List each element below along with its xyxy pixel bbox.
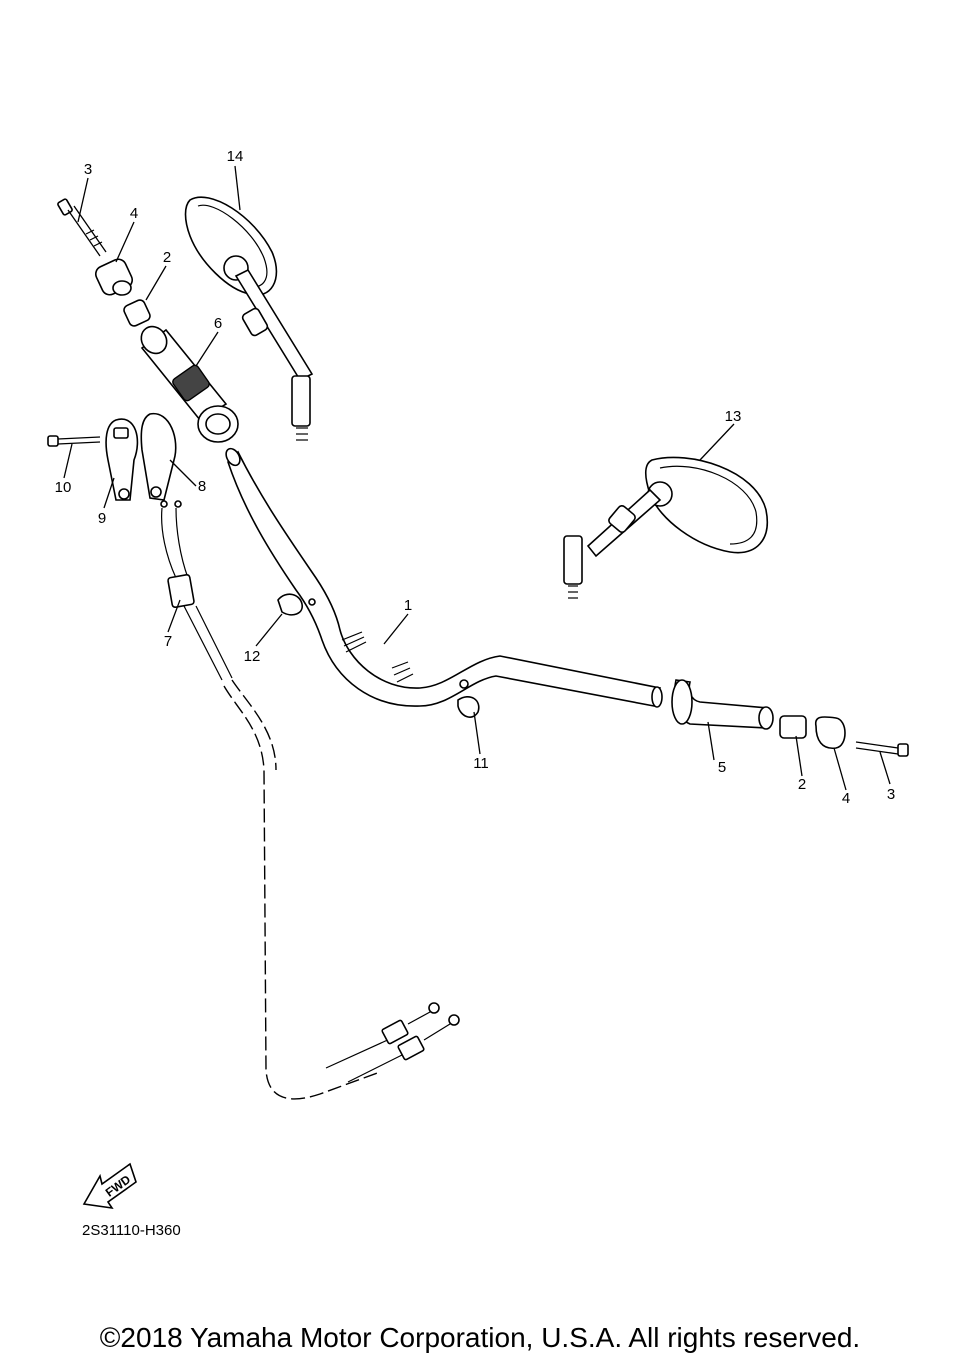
drawing-code: 2S31110-H360 — [82, 1222, 181, 1239]
left-grip-end-weight[interactable] — [93, 257, 135, 298]
mirror-left[interactable] — [184, 196, 314, 441]
right-spacer[interactable] — [779, 715, 807, 739]
cable-clamp-11[interactable] — [457, 679, 480, 718]
right-end-bolt[interactable] — [855, 741, 909, 757]
fwd-arrow: FWD — [82, 1162, 137, 1210]
callout-4-right[interactable]: 4 — [842, 790, 850, 807]
callout-6[interactable]: 6 — [214, 315, 222, 332]
throttle-cable[interactable] — [160, 500, 460, 1100]
handlebar[interactable] — [223, 446, 663, 708]
callout-3-right[interactable]: 3 — [887, 786, 895, 803]
leader-lines — [63, 165, 891, 791]
callout-4-left[interactable]: 4 — [130, 205, 138, 222]
left-end-bolt[interactable] — [57, 198, 107, 257]
handlebar-grip-right[interactable] — [671, 679, 774, 730]
left-spacer[interactable] — [122, 298, 151, 327]
callout-9[interactable]: 9 — [98, 510, 106, 527]
grip-cap-holder-upper[interactable] — [140, 413, 177, 501]
mirror-right[interactable] — [563, 456, 769, 599]
callout-14[interactable]: 14 — [227, 148, 244, 165]
callout-11[interactable]: 11 — [473, 755, 489, 772]
callout-10[interactable]: 10 — [55, 479, 72, 496]
holder-screw[interactable] — [47, 435, 101, 447]
callout-2-left[interactable]: 2 — [163, 249, 171, 266]
callout-12[interactable]: 12 — [244, 648, 261, 665]
callout-1[interactable]: 1 — [404, 597, 412, 614]
callout-2-right[interactable]: 2 — [798, 776, 806, 793]
cable-clamp-12[interactable] — [277, 593, 316, 616]
callouts: 1 2 2 3 3 4 4 5 6 7 8 9 10 11 12 13 14 — [55, 148, 896, 807]
copyright-notice: ©2018 Yamaha Motor Corporation, U.S.A. A… — [99, 1322, 861, 1353]
callout-13[interactable]: 13 — [725, 408, 742, 425]
throttle-grip[interactable] — [136, 322, 239, 443]
callout-7[interactable]: 7 — [164, 633, 172, 650]
right-grip-end-weight[interactable] — [814, 716, 846, 750]
callout-3-left[interactable]: 3 — [84, 161, 92, 178]
callout-8[interactable]: 8 — [198, 478, 206, 495]
callout-5[interactable]: 5 — [718, 759, 726, 776]
